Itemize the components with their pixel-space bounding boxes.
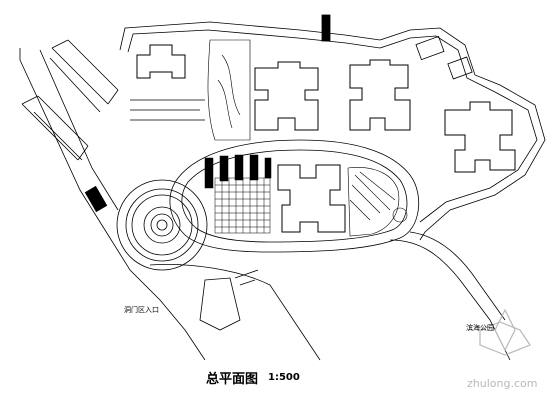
watermark-text: zhulong.com <box>467 377 538 390</box>
circular-plaza <box>116 179 208 271</box>
zhulong-logo-icon <box>479 308 531 356</box>
label-entrance-right: 滨海公园 <box>466 324 494 332</box>
north-garden <box>207 39 251 141</box>
left-parking-strips <box>21 39 119 161</box>
building-north-2 <box>349 59 411 131</box>
sports-courts <box>415 35 473 80</box>
site-boundary <box>119 21 546 241</box>
building-central <box>277 164 346 233</box>
south-road <box>149 231 511 361</box>
central-ring-road <box>169 139 420 253</box>
central-garden <box>204 154 272 234</box>
drawing-title: 总平面图 <box>206 372 259 387</box>
site-boundary-inner <box>127 29 538 223</box>
access-road-left <box>19 48 206 361</box>
building-northwest <box>136 44 186 79</box>
building-east <box>444 101 516 173</box>
east-garden <box>347 167 408 237</box>
site-features <box>84 14 331 331</box>
building-north-1 <box>254 61 319 131</box>
label-entrance-left: 洞门区入口 <box>124 306 159 314</box>
drawing-scale: 1:500 <box>268 372 300 383</box>
